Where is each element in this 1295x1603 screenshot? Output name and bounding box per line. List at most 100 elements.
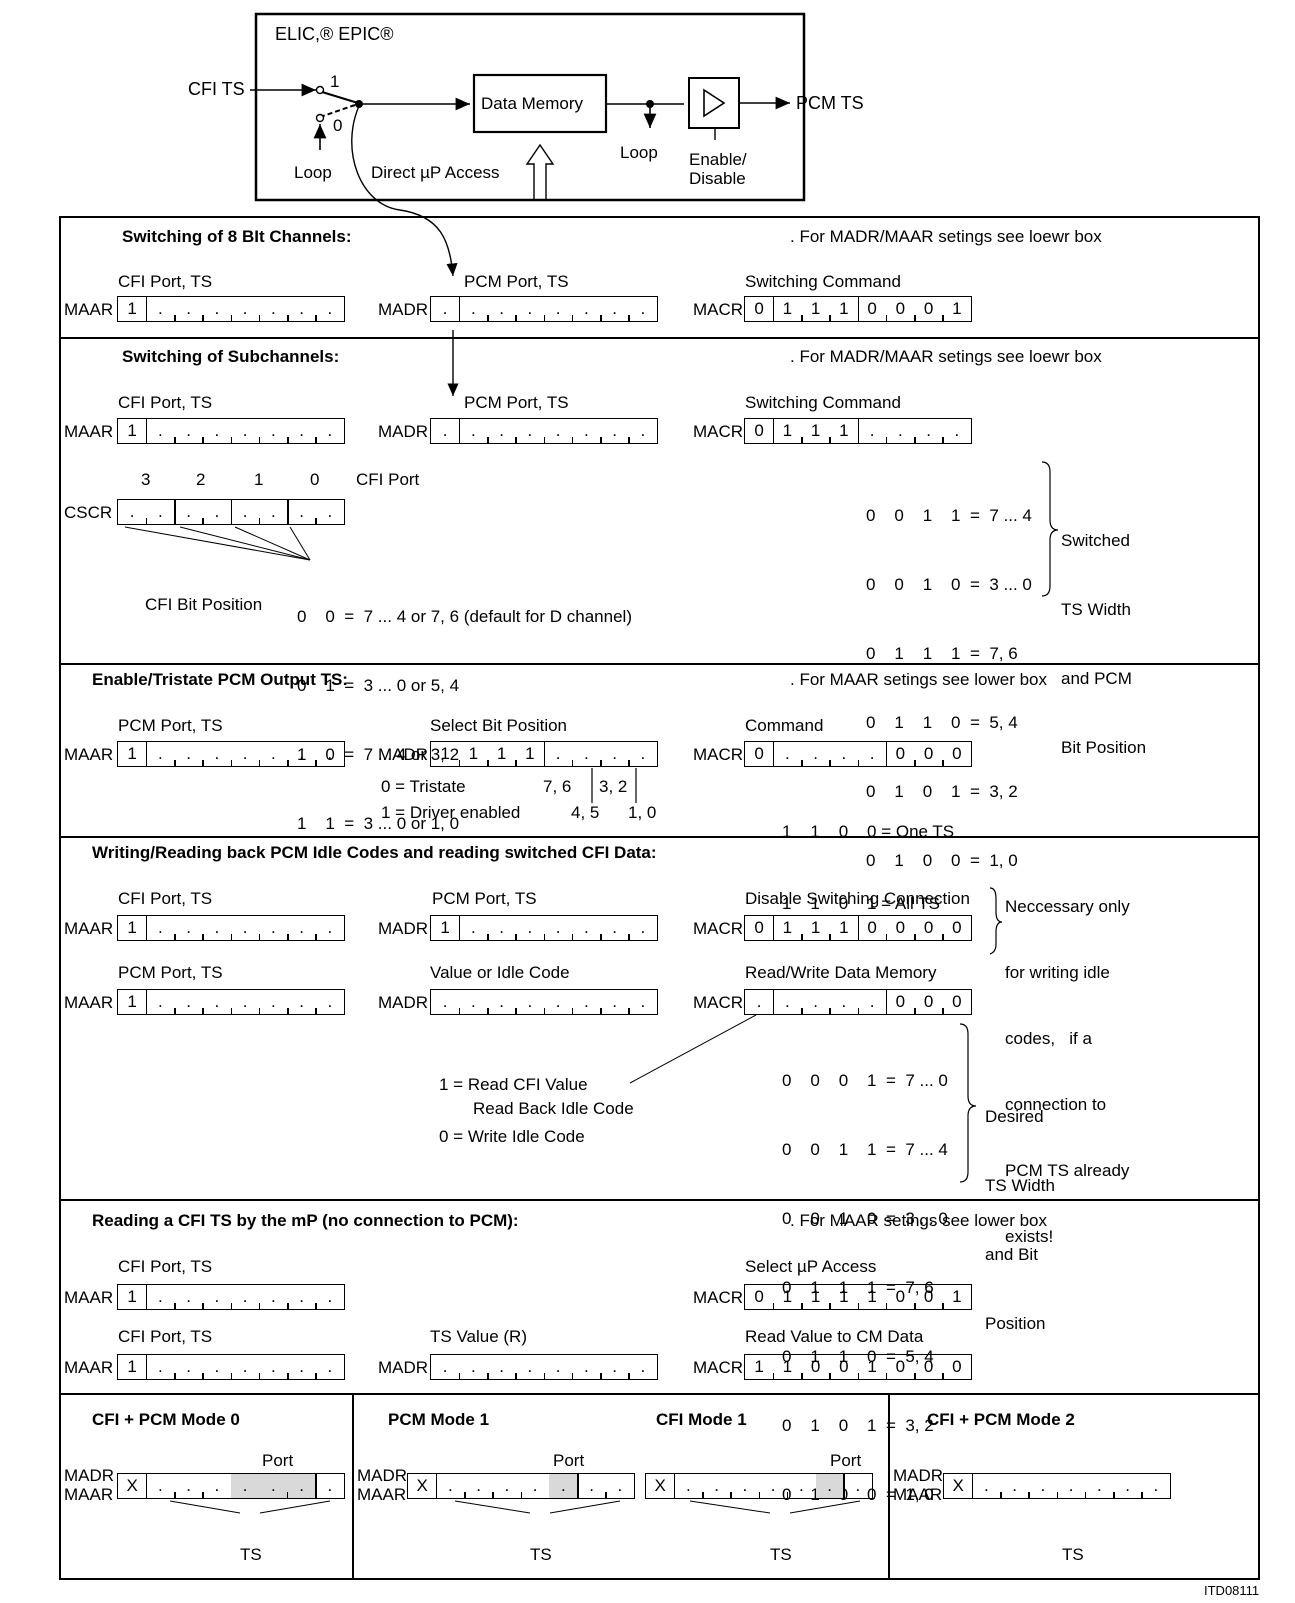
- cscr-num-0: 0: [310, 470, 320, 489]
- pcm1-madr-label: MADR: [357, 1466, 408, 1485]
- chip-title: ELIC,® EPIC®: [275, 24, 394, 44]
- mode2-register: X.......: [943, 1473, 1171, 1499]
- note-line: Position: [985, 1314, 1046, 1333]
- s4-madr1-label: MADR: [378, 919, 429, 938]
- cfi-mode1-title: CFI Mode 1: [656, 1410, 747, 1429]
- s4-macr1-label: MACR: [693, 919, 744, 938]
- note-line: connection to: [1005, 1095, 1107, 1114]
- code-row: 0 0 1 0 = 3 ... 0: [782, 1209, 948, 1228]
- enable-label: Enable/: [689, 150, 747, 169]
- s2-madr-label: MADR: [378, 422, 429, 441]
- note-line: TS Width: [1061, 600, 1131, 619]
- cscr-cfi-port-label: CFI Port: [356, 470, 420, 489]
- s5-cfi-port-label: CFI Port, TS: [118, 1257, 213, 1276]
- pcm1-ts-label: TS: [530, 1545, 552, 1564]
- note-line: codes, if a: [1005, 1029, 1092, 1048]
- s2-code-table: 0 0 1 1 = 7 ... 4 0 0 1 0 = 3 ... 0 0 1 …: [866, 458, 1032, 895]
- note-line: and Bit: [985, 1245, 1038, 1264]
- code-row: 0 1 1 1 = 7, 6: [782, 1278, 934, 1297]
- cscr-num-3: 3: [141, 470, 151, 489]
- switch-pos-1: 1: [330, 72, 340, 91]
- s5-read-value-label: Read Value to CM Data: [745, 1327, 924, 1346]
- s1-cfi-port-label: CFI Port, TS: [118, 272, 213, 291]
- note-line: Switched: [1061, 531, 1130, 550]
- code-row: 0 0 1 1 = 7 ... 4: [866, 506, 1032, 525]
- s1-pcm-port-label: PCM Port, TS: [464, 272, 569, 291]
- s4-maar2-label: MAAR: [64, 993, 114, 1012]
- note-line: Neccessary only: [1005, 897, 1130, 916]
- bit-32: 3, 2: [599, 777, 628, 796]
- code-row: 0 1 0 1 = 3, 2: [866, 782, 1018, 801]
- s4-madr2-register: ........: [430, 989, 658, 1015]
- s4-code-table: 0 0 0 1 = 7 ... 0 0 0 1 1 = 7 ... 4 0 0 …: [782, 1023, 948, 1529]
- cscr-num-1: 1: [254, 470, 264, 489]
- bit-45: 4, 5: [571, 803, 600, 822]
- cfi-ts-label: CFI TS: [188, 79, 245, 99]
- s3-maar-register: 1.......: [117, 741, 345, 767]
- s3-madr-label: MADR: [378, 745, 429, 764]
- note-line: for writing idle: [1005, 963, 1110, 982]
- direct-access-label: Direct µP Access: [371, 163, 500, 182]
- bitpos-row: 1 1 = 3 ... 0 or 1, 0: [297, 814, 460, 833]
- s5-ts-value-label: TS Value (R): [430, 1327, 527, 1346]
- s3-command-table: 1 1 0 0 = One TS 1 1 0 1 = All TS: [782, 774, 954, 938]
- s1-maar-label: MAAR: [64, 300, 114, 319]
- cscr-register: ........: [117, 499, 345, 525]
- s3-select-bit-label: Select Bit Position: [430, 716, 568, 735]
- mode2-maar-label: MAAR: [893, 1485, 943, 1504]
- s2-title: Switching of Subchannels:: [122, 347, 340, 366]
- note-line: exists!: [1005, 1227, 1054, 1246]
- s4-value-idle-label: Value or Idle Code: [430, 963, 570, 982]
- s4-cfi-port-label: CFI Port, TS: [118, 889, 213, 908]
- bit-76: 7, 6: [543, 777, 572, 796]
- code-row: 0 1 0 0 = 1, 0: [866, 851, 1018, 870]
- pcm1-port-label: Port: [553, 1451, 585, 1470]
- s1-macr-label: MACR: [693, 300, 744, 319]
- s4-disable-switching-label: Disable Switching Connection: [745, 889, 970, 908]
- s4-title: Writing/Reading back PCM Idle Codes and …: [92, 843, 657, 862]
- cmd-row: 1 1 0 1 = All TS: [782, 894, 940, 913]
- s5-maar1-register: 1.......: [117, 1284, 345, 1310]
- s2-switched-note: Switched TS Width and PCM Bit Position: [1061, 483, 1146, 782]
- tristate-label: 0 = Tristate: [381, 777, 466, 796]
- s3-maar-label: MAAR: [64, 745, 114, 764]
- s1-note: . For MADR/MAAR setings see loewr box: [790, 227, 1102, 246]
- read-back-label: Read Back Idle Code: [473, 1099, 634, 1118]
- s4-maar1-label: MAAR: [64, 919, 114, 938]
- s4-maar2-register: 1.......: [117, 989, 345, 1015]
- mode0-madr-label: MADR: [64, 1466, 115, 1485]
- s5-maar1-label: MAAR: [64, 1288, 114, 1307]
- mode2-title: CFI + PCM Mode 2: [927, 1410, 1075, 1429]
- s5-madr-label: MADR: [378, 1358, 429, 1377]
- cfi1-register: X.......: [645, 1473, 873, 1499]
- note-line: Desired: [985, 1107, 1044, 1126]
- note-line: Bit Position: [1061, 738, 1147, 757]
- cfi-bit-position-label: CFI Bit Position: [145, 595, 263, 614]
- code-row: 0 1 0 1 = 3, 2: [782, 1416, 934, 1435]
- s5-maar2-label: MAAR: [64, 1358, 114, 1377]
- s3-note: . For MAAR setings see lower box: [790, 670, 1047, 689]
- s1-title: Switching of 8 BIt Channels:: [122, 227, 352, 246]
- s4-pcm-port-label: PCM Port, TS: [432, 889, 537, 908]
- s2-cfi-port-label: CFI Port, TS: [118, 393, 213, 412]
- s2-note: . For MADR/MAAR setings see loewr box: [790, 347, 1102, 366]
- mode0-register: X.......: [117, 1473, 345, 1499]
- cfi-bitpos-table: 0 0 = 7 ... 4 or 7, 6 (default for D cha…: [297, 559, 632, 858]
- bit-10: 1, 0: [628, 803, 657, 822]
- s4-madr1-register: 1.......: [430, 915, 658, 941]
- s5-madr-register: ........: [430, 1354, 658, 1380]
- loop-right-label: Loop: [620, 143, 658, 162]
- s2-maar-label: MAAR: [64, 422, 114, 441]
- driver-enabled-label: 1 = Driver enabled: [381, 803, 521, 822]
- s3-pcm-port-label: PCM Port, TS: [118, 716, 223, 735]
- mode2-ts-label: TS: [1062, 1545, 1084, 1564]
- disable-label: Disable: [689, 169, 746, 188]
